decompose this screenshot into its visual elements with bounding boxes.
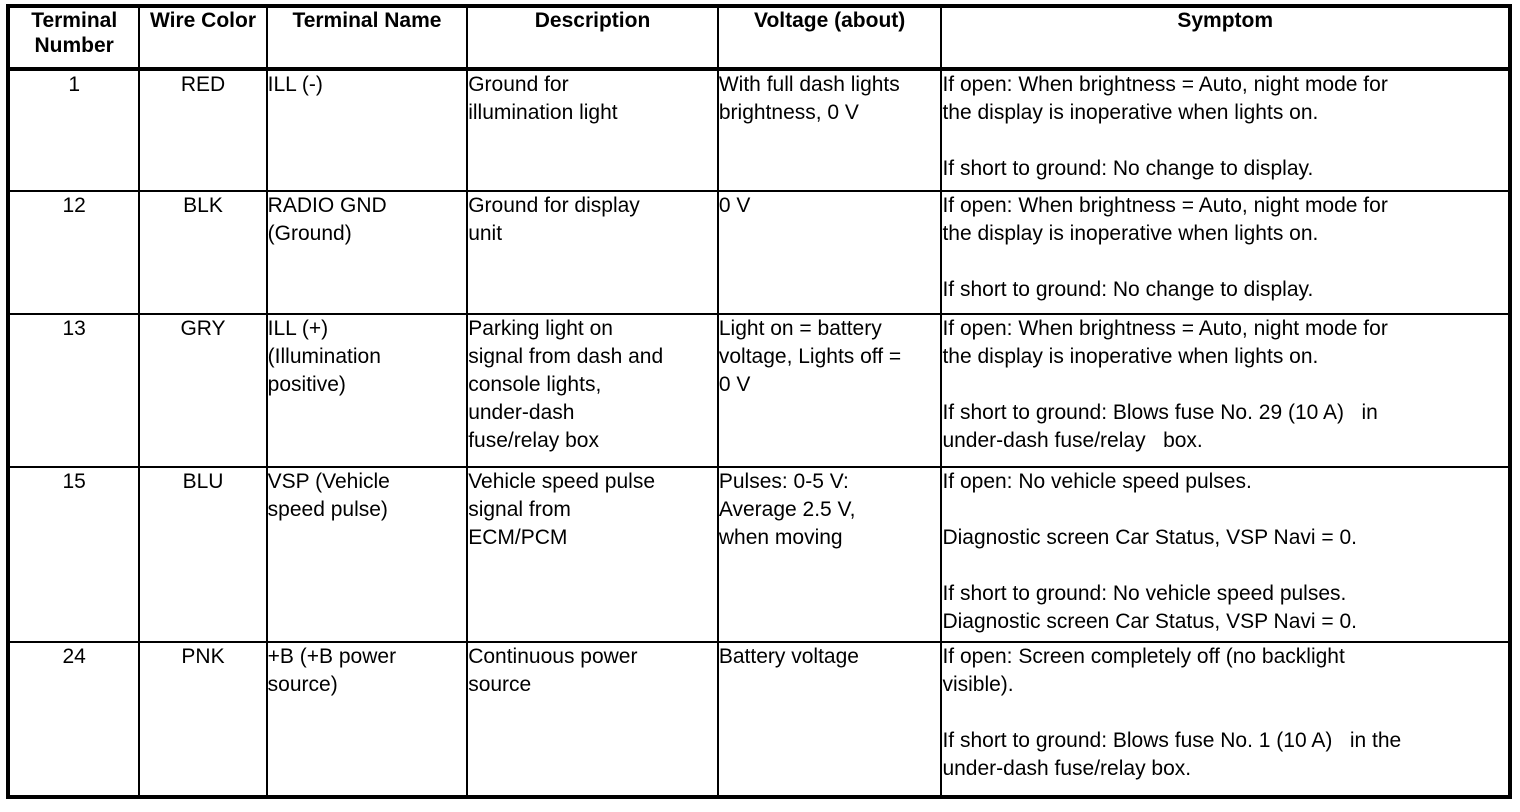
cell-terminal-number: 13 (6, 313, 141, 468)
cell-terminal-number: 15 (6, 466, 141, 643)
table-row: 13 GRY ILL (+) (Illumination positive) P… (6, 313, 1511, 468)
cell-description: Parking light on signal from dash and co… (466, 313, 719, 468)
cell-symptom: If open: When brightness = Auto, night m… (940, 313, 1511, 468)
cell-symptom: If open: Screen completely off (no backl… (940, 641, 1511, 798)
table-header-row: Terminal Number Wire Color Terminal Name… (6, 5, 1511, 71)
table-row: 24 PNK +B (+B power source) Continuous p… (6, 641, 1511, 798)
table-row: 15 BLU VSP (Vehicle speed pulse) Vehicle… (6, 466, 1511, 643)
terminal-pinout-table: Terminal Number Wire Color Terminal Name… (6, 4, 1512, 799)
cell-description: Continuous power source (466, 641, 719, 798)
cell-wire-color: BLU (138, 466, 268, 643)
cell-terminal-name: ILL (-) (265, 68, 469, 192)
cell-terminal-number: 12 (6, 190, 141, 315)
cell-terminal-name: VSP (Vehicle speed pulse) (265, 466, 469, 643)
cell-voltage: Battery voltage (716, 641, 943, 798)
cell-wire-color: PNK (138, 641, 268, 798)
cell-terminal-name: RADIO GND (Ground) (265, 190, 469, 315)
column-header-wire-color: Wire Color (138, 5, 268, 71)
cell-voltage: Pulses: 0-5 V: Average 2.5 V, when movin… (716, 466, 943, 643)
column-header-terminal-number: Terminal Number (6, 5, 141, 71)
cell-voltage: With full dash lights brightness, 0 V (716, 68, 943, 192)
table-row: 1 RED ILL (-) Ground for illumination li… (6, 68, 1511, 192)
cell-description: Vehicle speed pulse signal from ECM/PCM (466, 466, 719, 643)
cell-wire-color: RED (138, 68, 268, 192)
column-header-voltage: Voltage (about) (716, 5, 943, 71)
cell-symptom: If open: When brightness = Auto, night m… (940, 68, 1511, 192)
column-header-symptom: Symptom (940, 5, 1511, 71)
cell-voltage: Light on = battery voltage, Lights off =… (716, 313, 943, 468)
cell-symptom: If open: When brightness = Auto, night m… (940, 190, 1511, 315)
column-header-description: Description (466, 5, 719, 71)
cell-description: Ground for illumination light (466, 68, 719, 192)
cell-wire-color: GRY (138, 313, 268, 468)
document-page: Terminal Number Wire Color Terminal Name… (0, 4, 1520, 812)
cell-wire-color: BLK (138, 190, 268, 315)
cell-terminal-number: 24 (6, 641, 141, 798)
cell-terminal-name: ILL (+) (Illumination positive) (265, 313, 469, 468)
cell-terminal-number: 1 (6, 68, 141, 192)
table-row: 12 BLK RADIO GND (Ground) Ground for dis… (6, 190, 1511, 315)
cell-terminal-name: +B (+B power source) (265, 641, 469, 798)
column-header-terminal-name: Terminal Name (265, 5, 469, 71)
cell-description: Ground for display unit (466, 190, 719, 315)
cell-symptom: If open: No vehicle speed pulses. Diagno… (940, 466, 1511, 643)
cell-voltage: 0 V (716, 190, 943, 315)
